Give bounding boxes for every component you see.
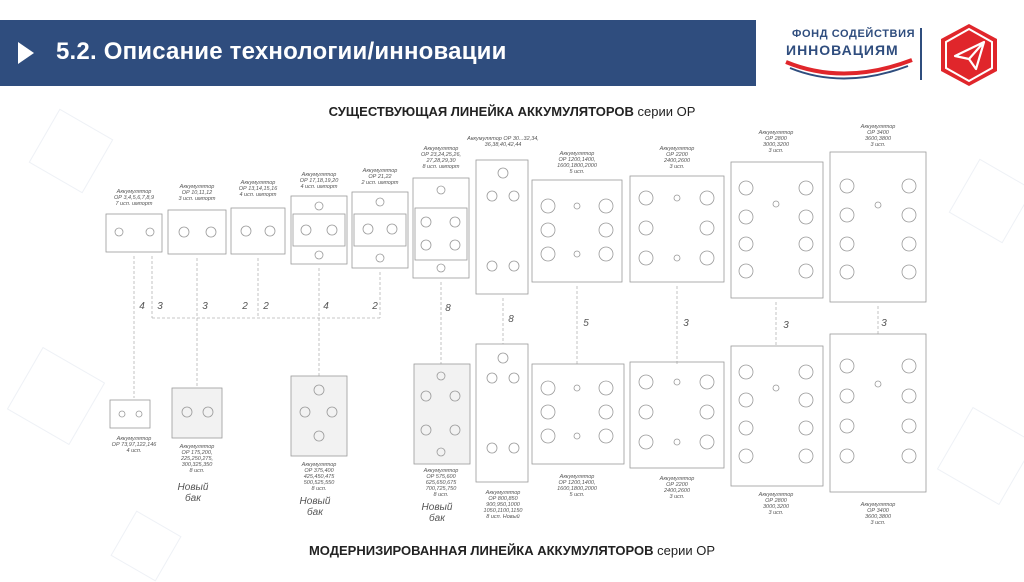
top-battery-1 (105, 213, 163, 253)
connector-number: 3 (202, 301, 208, 312)
play-triangle-icon (18, 42, 34, 64)
top-battery-5 (351, 191, 409, 269)
connector-number: 4 (139, 301, 145, 312)
bottom-heading-normal: серии ОР (657, 543, 716, 558)
connector-number: 3 (157, 301, 163, 312)
top-battery-11 (829, 151, 927, 303)
slide-title: 5.2. Описание технологии/инновации (56, 38, 507, 65)
connector-number: 3 (881, 318, 887, 329)
connector-number: 4 (323, 301, 329, 312)
connector-number: 3 (683, 318, 689, 329)
bottom-battery-3 (290, 375, 348, 457)
bottom-battery-2 (171, 387, 223, 439)
logo-line2: ИННОВАЦИЯМ (786, 42, 899, 58)
logo-line1: ФОНД СОДЕЙСТВИЯ (792, 28, 916, 40)
connector-number: 8 (445, 303, 451, 314)
connector-number: 5 (583, 318, 589, 329)
connector-number: 3 (783, 320, 789, 331)
fund-logo: ФОНД СОДЕЙСТВИЯ ИННОВАЦИЯМ (782, 22, 1014, 92)
bottom-heading-bold: МОДЕРНИЗИРОВАННАЯ ЛИНЕЙКА АККУМУЛЯТОРОВ (308, 543, 654, 558)
connector-number: 2 (371, 301, 378, 312)
top-battery-10 (730, 161, 824, 299)
top-heading-normal: серии ОР (637, 104, 696, 119)
bottom-battery-1 (109, 399, 151, 429)
top-battery-4 (290, 195, 348, 265)
connector-lines (133, 256, 879, 398)
paper-plane-hexagon-icon (941, 24, 997, 86)
top-heading-bold: СУЩЕСТВУЮЩАЯ ЛИНЕЙКА АККУМУЛЯТОРОВ (328, 104, 634, 119)
connector-number: 8 (508, 314, 514, 325)
top-battery-7 (475, 159, 529, 295)
top-battery-3 (230, 207, 286, 255)
top-battery-6 (412, 177, 470, 279)
bottom-battery-4 (413, 363, 471, 465)
bottom-battery-6 (531, 363, 625, 465)
logo-swoosh-icon (785, 58, 913, 80)
bottom-battery-5 (475, 343, 529, 483)
connector-number: 2 (241, 301, 248, 312)
bottom-battery-7 (629, 361, 725, 469)
top-label-7: Аккумулятор ОР 30...32,34,36,38,40,42,44 (466, 136, 539, 148)
connector-number: 2 (262, 301, 269, 312)
bottom-battery-8 (730, 345, 824, 487)
top-battery-9 (629, 175, 725, 283)
logo-separator (920, 28, 922, 80)
top-heading: СУЩЕСТВУЮЩАЯ ЛИНЕЙКА АККУМУЛЯТОРОВ серии… (0, 104, 1024, 119)
top-battery-2 (167, 209, 227, 255)
slide-header: 5.2. Описание технологии/инновации (0, 20, 756, 86)
top-battery-8 (531, 179, 623, 283)
bottom-heading: МОДЕРНИЗИРОВАННАЯ ЛИНЕЙКА АККУМУЛЯТОРОВ … (0, 543, 1024, 558)
bottom-battery-9 (829, 333, 927, 493)
